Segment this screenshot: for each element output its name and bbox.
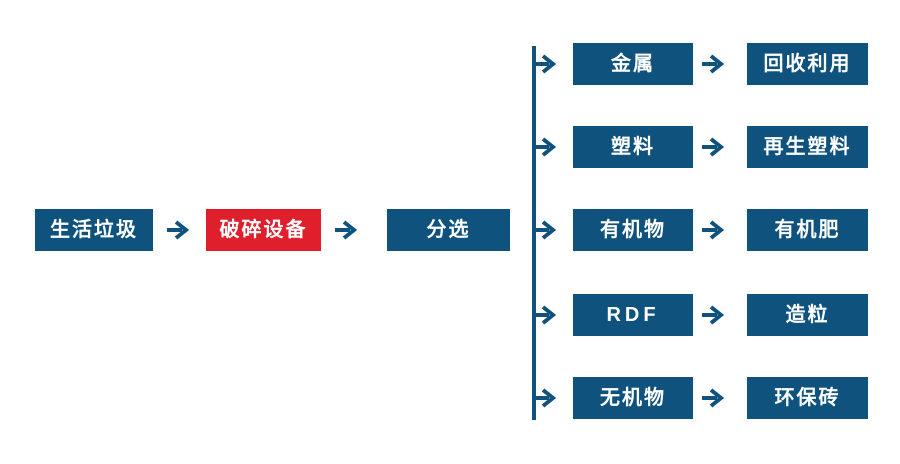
node-recycled-plastic: 再生塑料 <box>747 126 868 168</box>
node-rdf: RDF <box>573 294 693 336</box>
node-granulation: 造粒 <box>747 294 868 336</box>
branch-arrow-icon <box>533 386 561 410</box>
node-inorganic-matter: 无机物 <box>573 377 693 419</box>
right-arrow-icon <box>701 52 729 76</box>
branch-arrow-icon <box>533 135 561 159</box>
right-arrow-icon <box>701 135 729 159</box>
node-household-waste: 生活垃圾 <box>35 209 153 251</box>
node-organic-matter: 有机物 <box>573 209 693 251</box>
branch-line <box>532 46 536 420</box>
node-metal: 金属 <box>573 43 693 85</box>
node-crushing-equipment: 破碎设备 <box>206 209 321 251</box>
right-arrow-icon <box>166 218 194 242</box>
branch-arrow-icon <box>533 218 561 242</box>
right-arrow-icon <box>334 218 362 242</box>
right-arrow-icon <box>701 386 729 410</box>
node-recycling: 回收利用 <box>747 43 868 85</box>
node-organic-fertilizer: 有机肥 <box>747 209 868 251</box>
node-eco-brick: 环保砖 <box>747 377 868 419</box>
right-arrow-icon <box>701 303 729 327</box>
right-arrow-icon <box>701 218 729 242</box>
branch-arrow-icon <box>533 303 561 327</box>
branch-arrow-icon <box>533 52 561 76</box>
node-sorting: 分选 <box>387 209 510 251</box>
node-plastic: 塑料 <box>573 126 693 168</box>
